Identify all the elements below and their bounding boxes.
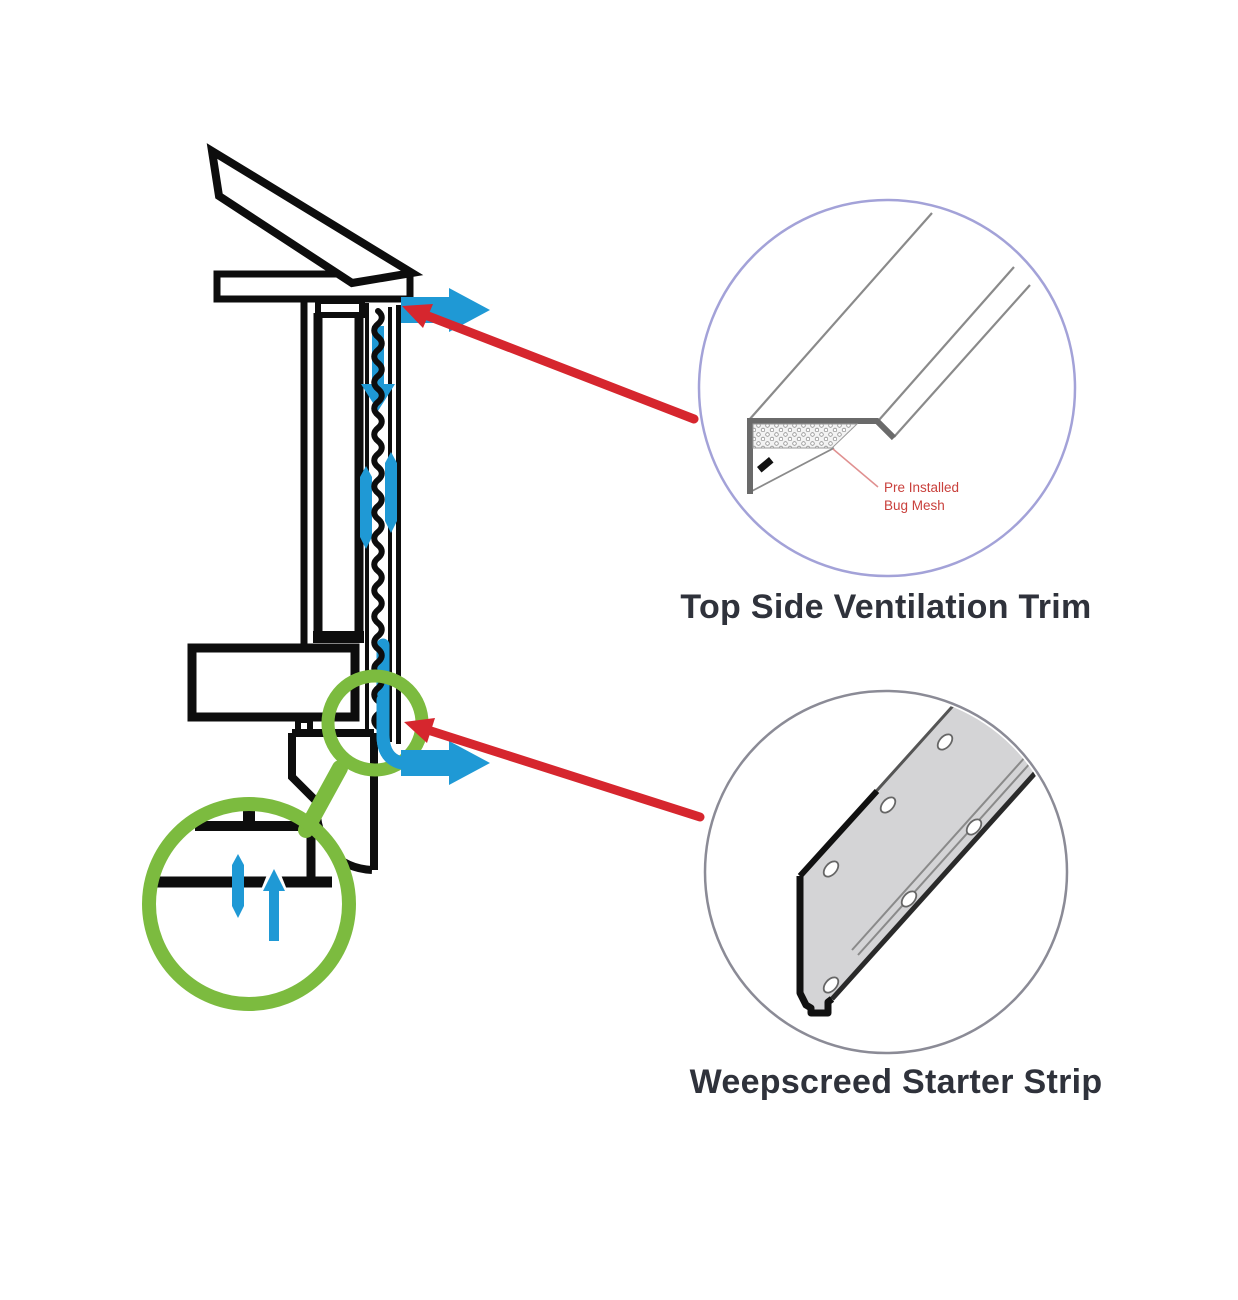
weep-holes bbox=[822, 733, 983, 994]
trim-profile bbox=[747, 418, 897, 494]
weepscreed-top-edge-thick bbox=[797, 788, 880, 879]
weepscreed-body bbox=[800, 694, 1046, 1013]
bug-mesh-annotation-line1: Pre Installed bbox=[884, 480, 959, 495]
weepscreed-drip-profile bbox=[796, 876, 835, 1017]
pointer-line-trim bbox=[423, 311, 699, 424]
rim-joist bbox=[187, 643, 360, 722]
pointer-arrows bbox=[402, 304, 705, 822]
airflow-up-arrow-head bbox=[263, 869, 285, 891]
top-plate bbox=[315, 298, 365, 318]
pointer-line-weepscreed bbox=[426, 726, 705, 822]
airflow-arrow-weep-exit bbox=[401, 741, 490, 785]
weep-hole bbox=[822, 860, 840, 878]
annotation-leader-line bbox=[832, 448, 879, 488]
house-wrap-wavy-line bbox=[371, 308, 385, 730]
weep-hole bbox=[936, 733, 954, 751]
airflow-up-arrow-bar bbox=[269, 888, 279, 941]
bug-mesh-strip bbox=[752, 423, 859, 449]
callout-top-ventilation-trim: Pre Installed Bug Mesh bbox=[697, 198, 1077, 578]
trim-lip-edge bbox=[893, 284, 1031, 438]
weepscreed-bottom-edge bbox=[830, 759, 1048, 1001]
pointer-head-trim bbox=[402, 304, 433, 328]
mid-block-left bbox=[288, 733, 319, 804]
magnifier-circle-large bbox=[142, 797, 356, 1011]
vent-slot bbox=[757, 457, 774, 473]
airflow-capsule-footing bbox=[232, 854, 244, 918]
weep-hole bbox=[900, 890, 918, 908]
trim-leg-inner-edge bbox=[751, 447, 835, 492]
trim-bend-edge bbox=[878, 266, 1015, 421]
roof-rafter bbox=[206, 143, 424, 288]
magnifier-highlights bbox=[142, 669, 429, 1011]
callout-circle-trim bbox=[697, 198, 1077, 578]
callout-weepscreed bbox=[703, 689, 1069, 1055]
pointer-head-weepscreed bbox=[404, 718, 435, 743]
label-top-side-ventilation-trim: Top Side Ventilation Trim bbox=[680, 588, 1092, 626]
weep-hole bbox=[965, 818, 983, 836]
airflow-down-arrow-head bbox=[361, 384, 395, 411]
label-weepscreed-starter-strip: Weepscreed Starter Strip bbox=[689, 1063, 1103, 1101]
weep-hole bbox=[879, 796, 897, 814]
weep-hole bbox=[822, 976, 840, 994]
trim-top-edge-far bbox=[748, 212, 933, 421]
bug-mesh-annotation-line2: Bug Mesh bbox=[884, 498, 945, 513]
airflow-capsule-left bbox=[360, 466, 372, 549]
trim-drawing: Pre Installed Bug Mesh bbox=[747, 212, 1031, 513]
airflow-capsule-right bbox=[385, 452, 397, 533]
